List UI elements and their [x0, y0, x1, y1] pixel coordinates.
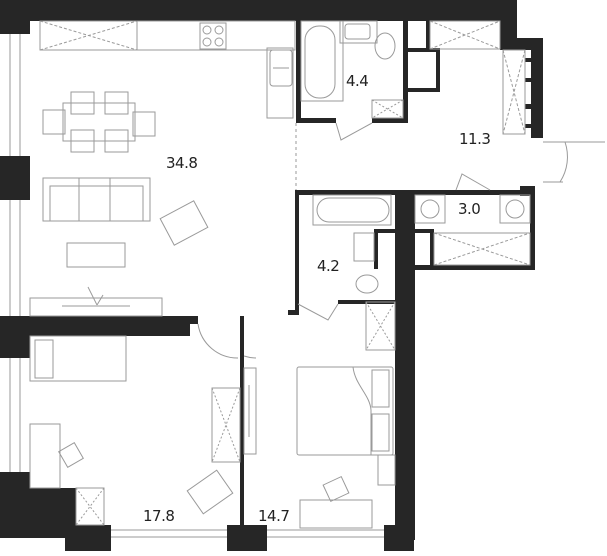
room-area-bedroom-1: 14.7 [258, 507, 290, 525]
room-area-bathroom-2: 4.2 [317, 257, 340, 275]
fixtures [9, 20, 605, 538]
room-area-laundry: 3.0 [458, 200, 481, 218]
room-area-bathroom-1: 4.4 [346, 72, 369, 90]
room-area-hallway: 11.3 [459, 130, 491, 148]
walls [0, 0, 543, 551]
room-area-living-kitchen: 34.8 [166, 154, 198, 172]
room-area-bedroom-2: 17.8 [143, 507, 175, 525]
